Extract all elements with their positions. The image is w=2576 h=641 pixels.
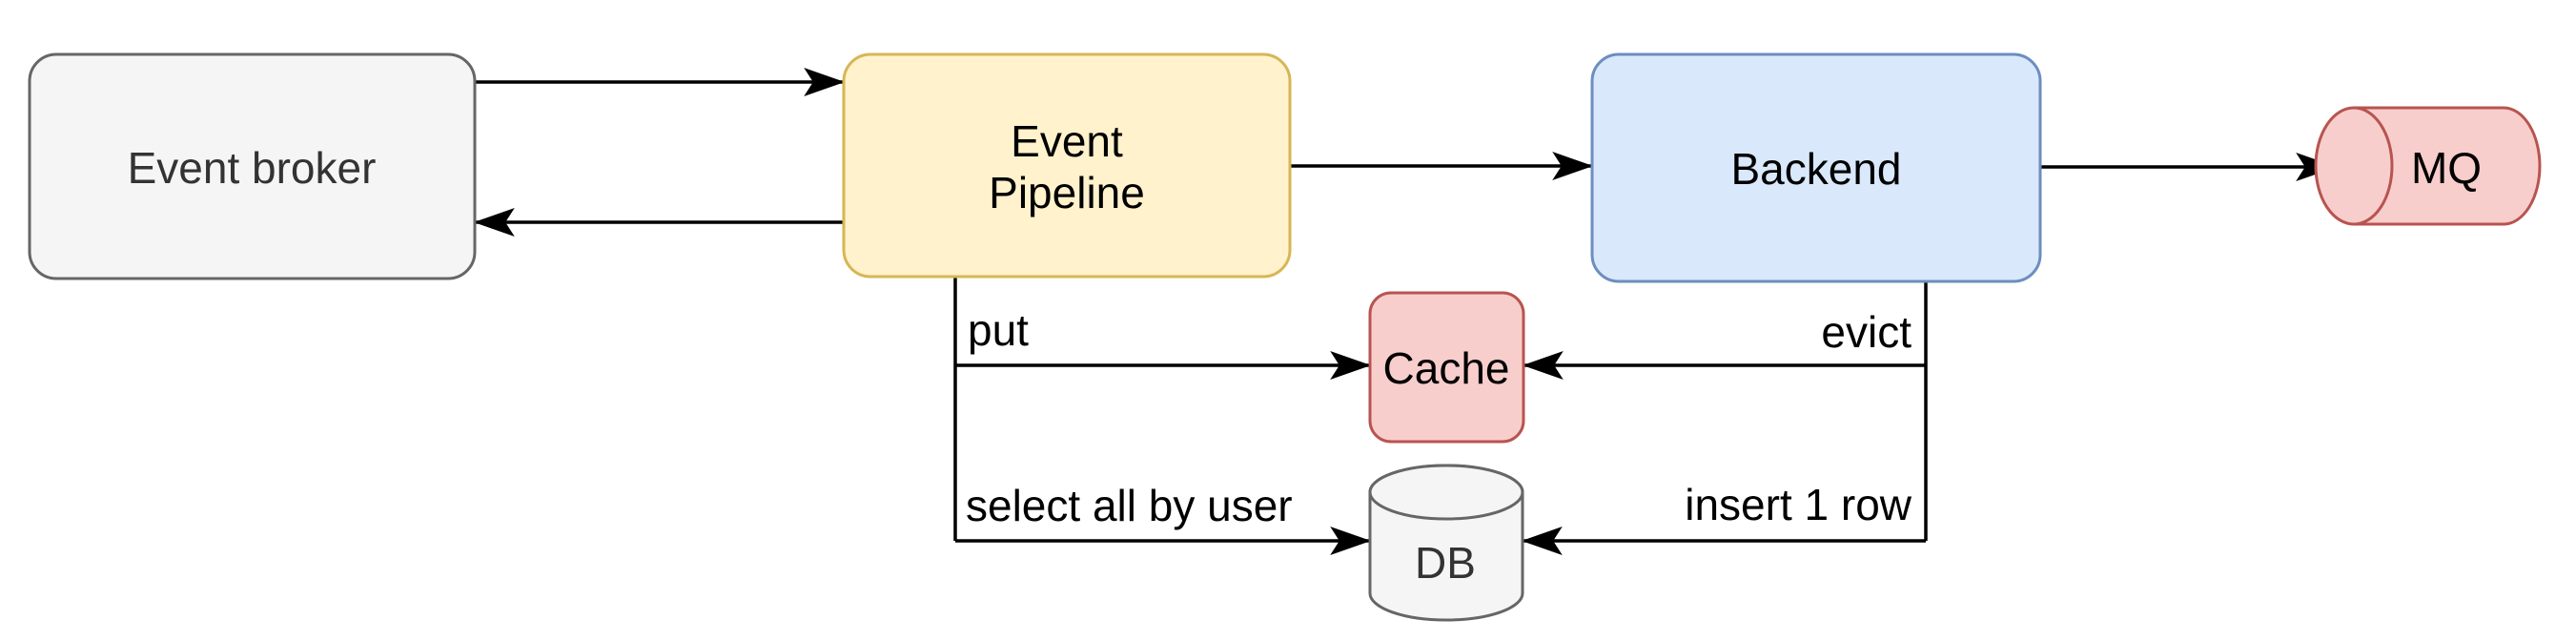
node-cache: Cache <box>1368 291 1525 444</box>
edge-label-insert-1-row: insert 1 row <box>1685 480 1912 529</box>
cache-label: Cache <box>1383 343 1510 393</box>
edge-label-select-all-by-user: select all by user <box>966 481 1293 530</box>
event-broker-label: Event broker <box>128 143 377 193</box>
node-event-pipeline: Event Pipeline <box>842 52 1292 279</box>
backend-label: Backend <box>1730 144 1901 194</box>
mq-label: MQ <box>2411 143 2482 193</box>
edge-label-put: put <box>968 305 1029 355</box>
cache-box <box>1368 291 1525 444</box>
node-db: DB <box>1368 464 1524 622</box>
event-pipeline-label-line2: Pipeline <box>989 168 1145 217</box>
mq-cylinder-cap <box>2314 106 2394 226</box>
node-backend: Backend <box>1590 52 2042 283</box>
node-event-broker: Event broker <box>28 52 477 280</box>
backend-box <box>1590 52 2042 283</box>
node-mq: MQ <box>2314 106 2542 226</box>
edge-label-evict: evict <box>1821 307 1912 357</box>
db-cylinder-rim <box>1368 464 1524 521</box>
edges-layer <box>473 68 2338 555</box>
event-pipeline-label-line1: Event <box>1011 116 1123 166</box>
event-broker-box <box>28 52 477 280</box>
db-label: DB <box>1415 538 1476 588</box>
event-pipeline-box <box>842 52 1292 279</box>
